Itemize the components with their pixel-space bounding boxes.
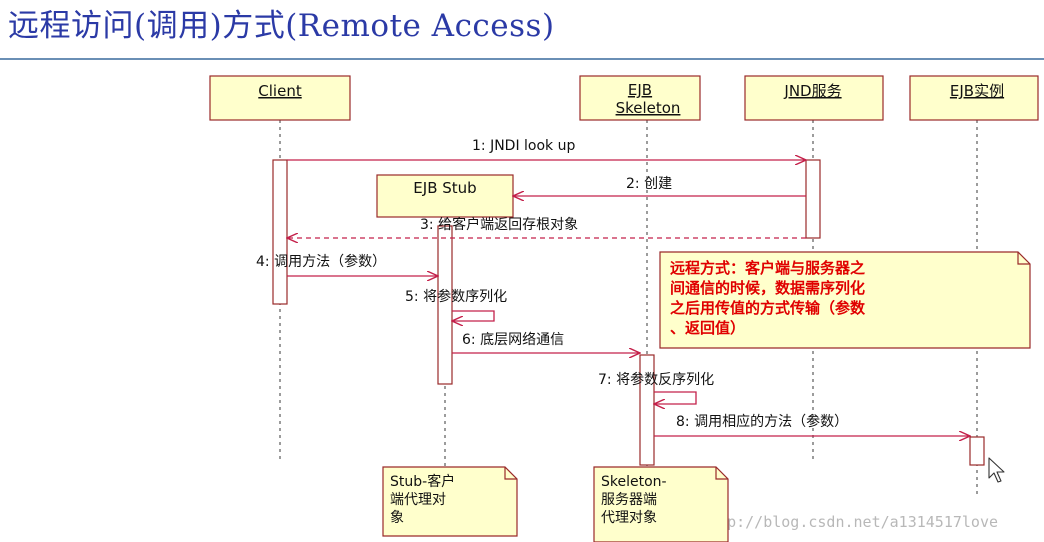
message-5-label: 5: 将参数序列化 [405,288,507,305]
stub-box: EJB Stub [376,174,514,218]
message-3-label: 3: 给客户端返回存根对象 [420,216,578,233]
stub-label: EJB Stub [413,179,476,197]
participant-skeleton: EJB Skeleton [579,75,701,121]
message-7-label: 7: 将参数反序列化 [598,371,714,388]
message-1-label: 1: JNDI look up [472,138,575,154]
remote-note: 远程方式：客户端与服务器之 间通信的时候，数据需序列化 之后用传值的方式传输（参… [659,251,1031,349]
skeleton-label-line2: Skeleton [616,99,681,117]
instance-activation [969,436,985,466]
skeleton-note: Skeleton- 服务器端 代理对象 [593,466,729,542]
participant-instance: EJB实例 [909,75,1039,121]
stub-activation [437,225,453,385]
client-activation [272,159,288,305]
participant-jndi: JND服务 [744,75,884,121]
message-4-label: 4: 调用方法（参数） [256,253,386,270]
mouse-cursor-icon [988,457,1005,483]
jndi-label: JND服务 [783,82,841,100]
jndi-activation [805,159,821,239]
message-6-label: 6: 底层网络通信 [462,332,564,348]
stub-note-line3: 象 [390,510,404,526]
skeleton-note-line3: 代理对象 [601,510,657,526]
message-2-label: 2: 创建 [626,176,672,192]
message-8-label: 8: 调用相应的方法（参数） [676,413,848,430]
remote-note-line2: 间通信的时候，数据需序列化 [670,279,865,297]
remote-note-line3: 之后用传值的方式传输（参数 [670,299,866,317]
remote-note-line1: 远程方式：客户端与服务器之 [670,259,865,277]
participant-client: Client [209,75,351,121]
instance-label: EJB实例 [950,82,1004,100]
stub-note-line1: Stub-客户 [390,473,455,490]
stub-note-line2: 端代理对 [390,492,446,508]
title-divider [0,58,1044,60]
skeleton-note-line1: Skeleton- [601,474,667,490]
skeleton-note-line2: 服务器端 [601,492,657,508]
message-7-arrow [654,391,697,404]
client-label: Client [258,82,302,100]
remote-note-line4: 、返回值） [670,319,745,337]
watermark-text: http://blog.csdn.net/a1314517love [700,513,998,531]
skeleton-label-line1: EJB [628,81,652,99]
page-title: 远程访问(调用)方式(Remote Access) [8,8,555,44]
skeleton-activation [639,354,655,466]
stub-note: Stub-客户 端代理对 象 [382,466,518,537]
message-5-arrow [452,310,495,321]
